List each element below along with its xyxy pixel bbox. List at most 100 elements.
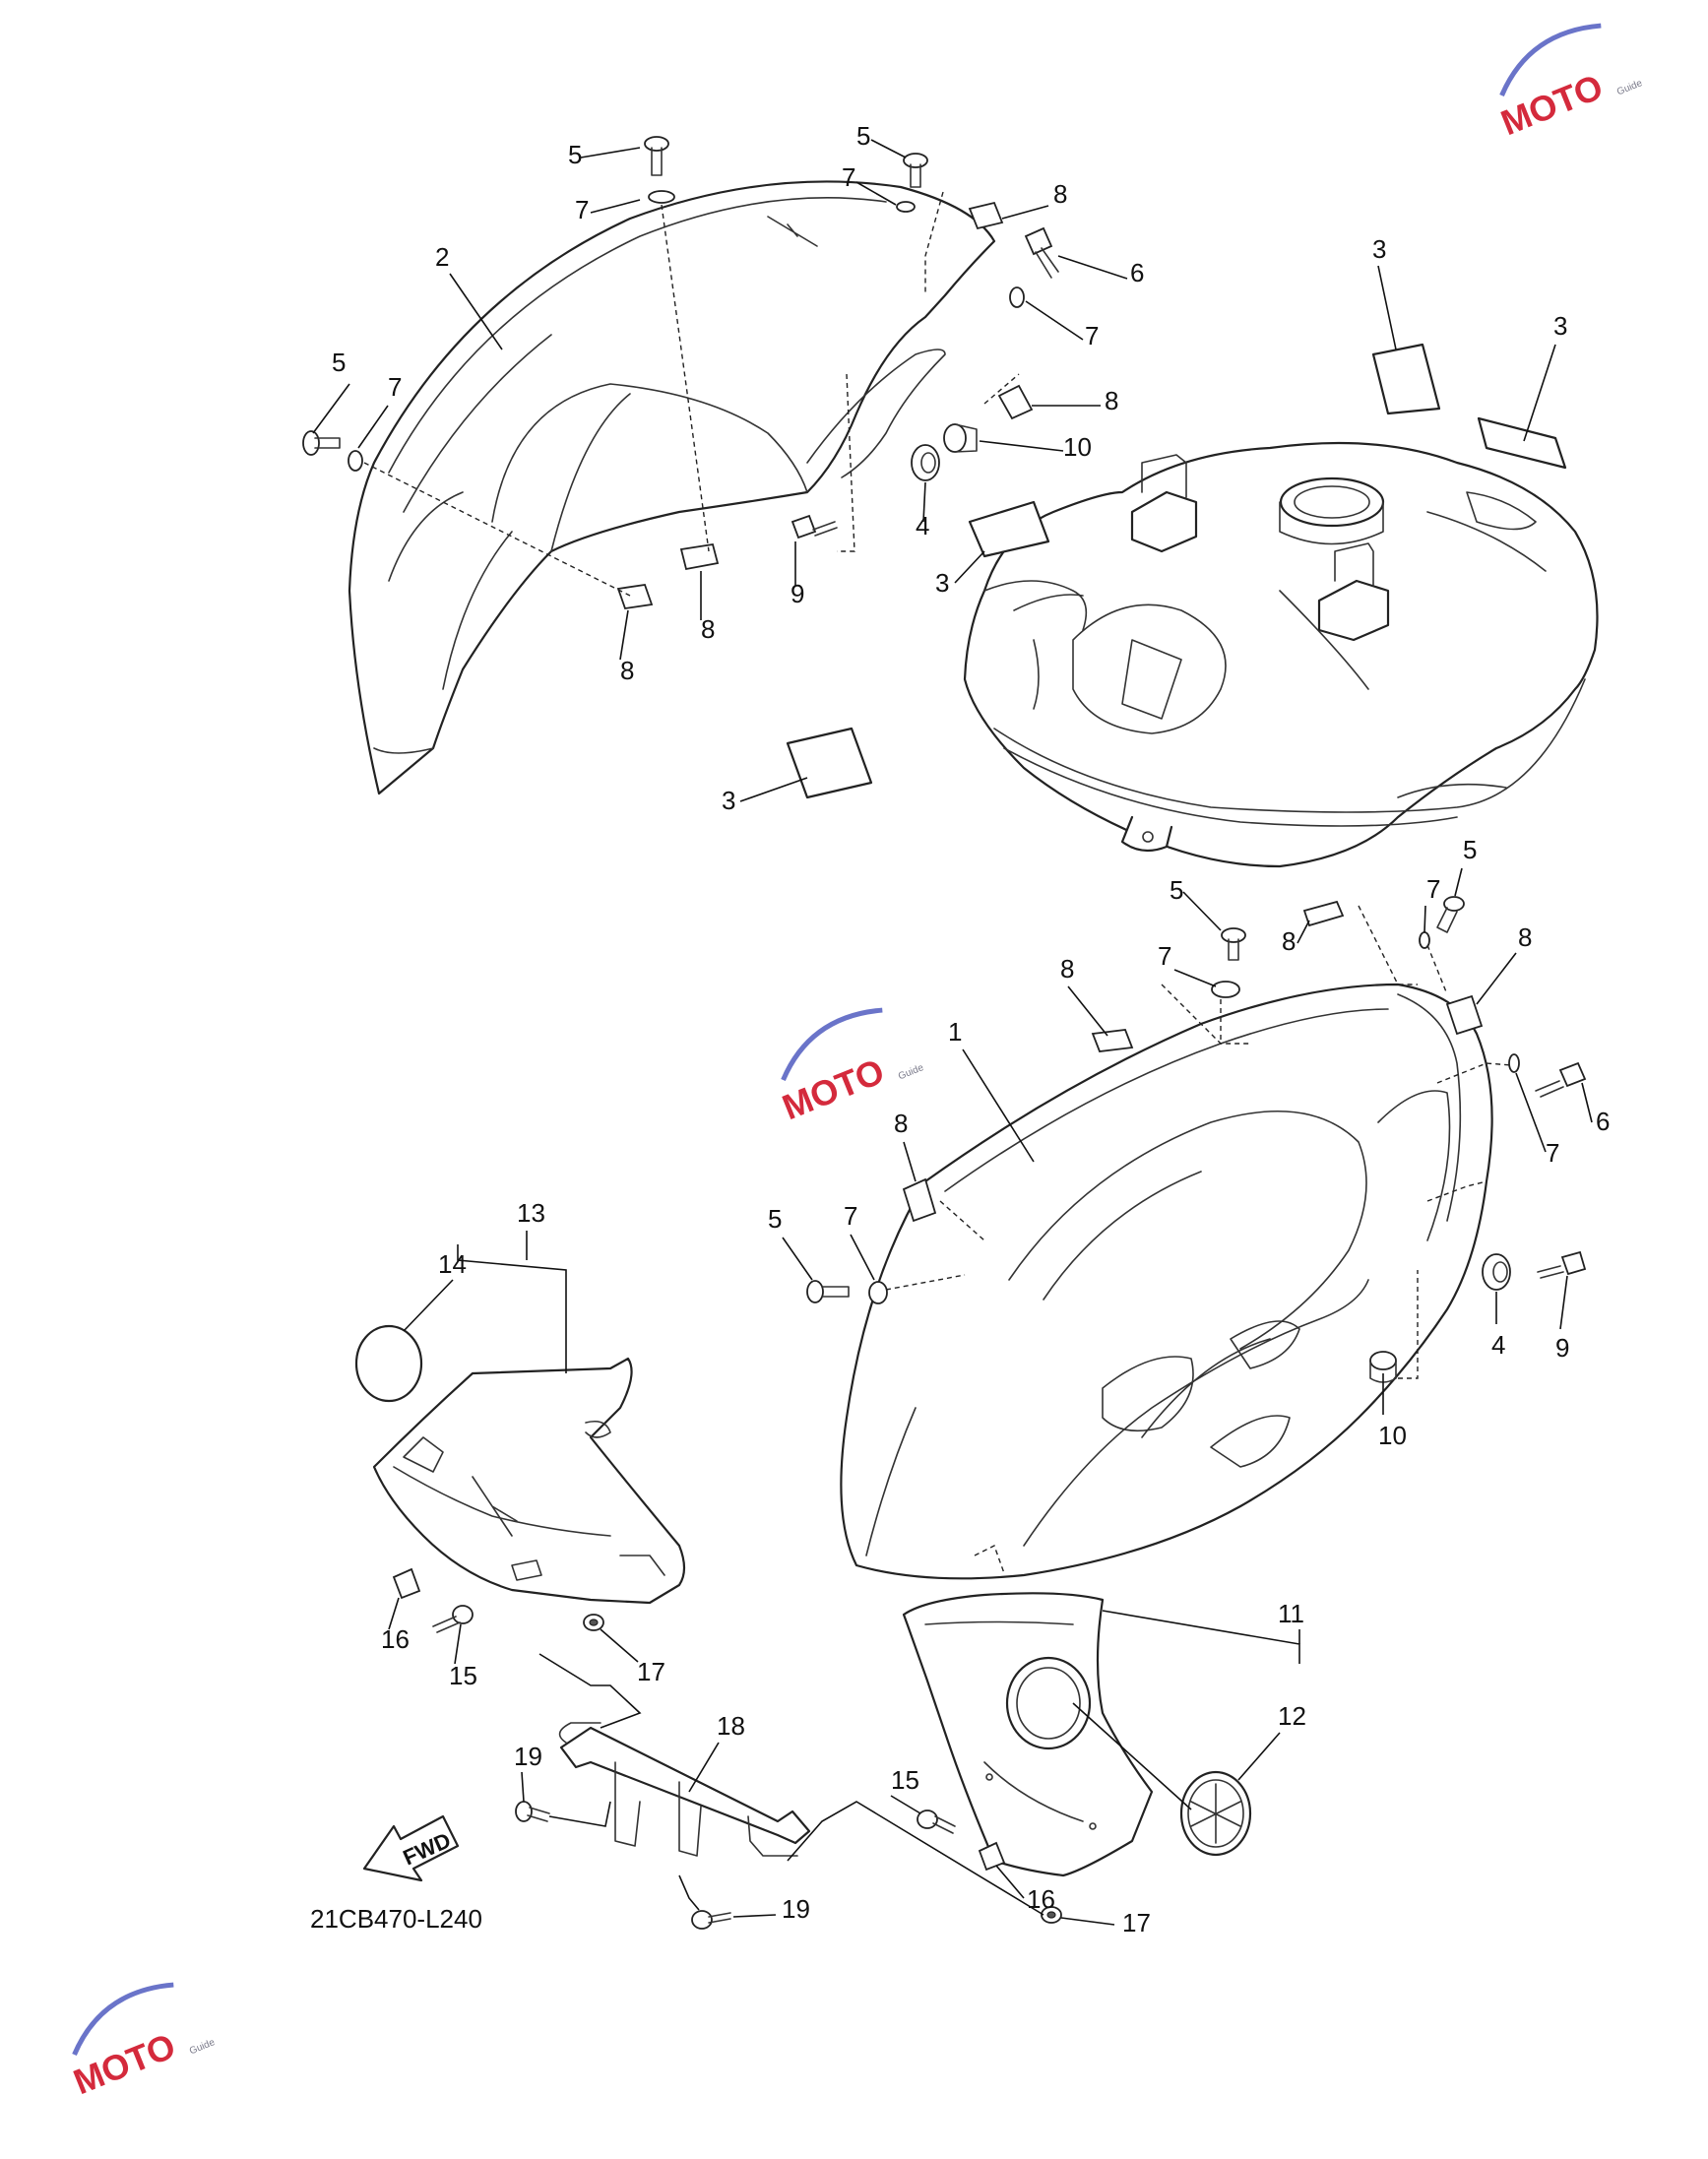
clip-8a [968,201,1004,230]
screw-5d [1221,927,1246,961]
callout-c-11: 11 [1278,1599,1304,1628]
callout-c-17a: 17 [637,1657,665,1686]
callout-c-7c: 7 [842,162,855,192]
clip-8e [1302,900,1345,927]
callout-c-3b: 3 [1553,311,1567,341]
callout-c-1: 1 [948,1017,962,1047]
bolt-15a [432,1605,474,1633]
part-2-cover [348,180,996,795]
callout-c-15b: 15 [891,1765,919,1795]
clip-8b [997,384,1034,420]
callout-c-7f: 7 [1158,941,1171,971]
callout-c-10a: 10 [1063,432,1092,462]
callout-c-8b: 8 [1105,386,1118,415]
callout-c-17b: 17 [1122,1908,1151,1937]
callout-c-14: 14 [438,1249,467,1279]
part-11-side-cover [902,1592,1154,1877]
clip-8f [1445,994,1484,1036]
callout-c-6a: 6 [1130,258,1144,287]
callout-c-5d: 5 [1170,875,1183,905]
callout-c-7h: 7 [844,1201,857,1231]
grommet-4a [911,444,940,481]
svg-text:Guide: Guide [188,2037,217,2057]
nut-16b [978,1841,1006,1872]
part-18-bracket [558,1722,811,1857]
clip-8c [679,542,720,571]
fuel-tank [963,441,1599,868]
svg-text:Guide: Guide [1615,78,1644,97]
callout-c-9b: 9 [1555,1333,1569,1363]
diagram-part-code: 21CB470-L240 [310,1904,482,1934]
bolt-6b [1535,1061,1587,1098]
clip-8g [1091,1029,1134,1052]
washer-7b [896,201,916,213]
callout-c-9a: 9 [791,579,804,608]
callout-c-10b: 10 [1378,1421,1407,1450]
washer-7e [1211,981,1240,998]
clip-8d [616,584,654,609]
screw-5f [806,1280,850,1303]
callout-c-7a: 7 [575,195,589,224]
callout-c-16a: 16 [381,1624,410,1654]
callout-c-8c: 8 [701,614,715,644]
washer-7h [868,1281,888,1304]
decal-3a [1371,343,1441,415]
washer-7c [348,450,363,472]
bolt-15b [917,1810,956,1834]
part-14-cap [354,1324,423,1403]
washer-7a [648,190,675,204]
callout-c-19b: 19 [782,1894,810,1924]
collar-10a [943,423,978,453]
callout-c-19a: 19 [514,1742,542,1771]
callout-c-15a: 15 [449,1661,477,1690]
callout-c-8e: 8 [1282,926,1296,956]
clip-8h [902,1177,937,1223]
bolt-9a [791,514,838,540]
watermark-logo-top-right: MOTO Guide [1495,23,1644,143]
leader-lines [312,139,1593,1926]
part-12-emblem [1179,1770,1252,1857]
callout-c-5f: 5 [768,1204,782,1234]
svg-text:Guide: Guide [897,1062,925,1082]
callout-c-8f: 8 [1518,922,1532,952]
callout-c-8g: 8 [1060,954,1074,984]
decal-3d [786,727,873,799]
nut-17b [1041,1906,1062,1924]
part-1-cover [840,983,1493,1580]
washer-7g [1508,1053,1520,1073]
bolt-6a [1024,226,1059,279]
callout-c-7d: 7 [1085,321,1099,350]
callout-c-16b: 16 [1027,1884,1055,1914]
assembly-lines [363,191,1512,1574]
callout-c-5c: 5 [856,121,870,151]
callout-c-8d: 8 [620,656,634,685]
callout-c-7g: 7 [1546,1138,1559,1168]
callout-c-18: 18 [717,1711,745,1741]
grommet-4b [1482,1253,1511,1291]
callout-c-3d: 3 [722,786,735,815]
callout-c-8h: 8 [894,1109,908,1138]
callout-c-7e: 7 [1426,874,1440,904]
callout-c-5b: 5 [332,348,346,377]
decal-3c [968,500,1050,558]
part-13-side-cover [372,1357,686,1605]
nut-17a [583,1614,604,1631]
callout-c-2: 2 [435,242,449,272]
screw-5c [302,430,341,456]
watermark-logo-bottom-left: MOTO Guide [68,1982,217,2102]
bolt-19a [515,1801,550,1822]
decal-3b [1477,416,1567,470]
nut-16a [392,1567,421,1600]
callout-c-12: 12 [1278,1701,1306,1731]
fwd-arrow: FWD [362,1814,460,1882]
callout-c-8a: 8 [1053,179,1067,209]
washer-7d [1009,286,1025,308]
callout-c-3a: 3 [1372,234,1386,264]
callout-c-5e: 5 [1463,835,1477,864]
callout-c-4a: 4 [916,511,929,540]
hardware [302,136,1587,1930]
callout-c-7b: 7 [388,372,402,402]
screw-5e [1436,896,1465,933]
callout-c-4b: 4 [1491,1330,1505,1360]
